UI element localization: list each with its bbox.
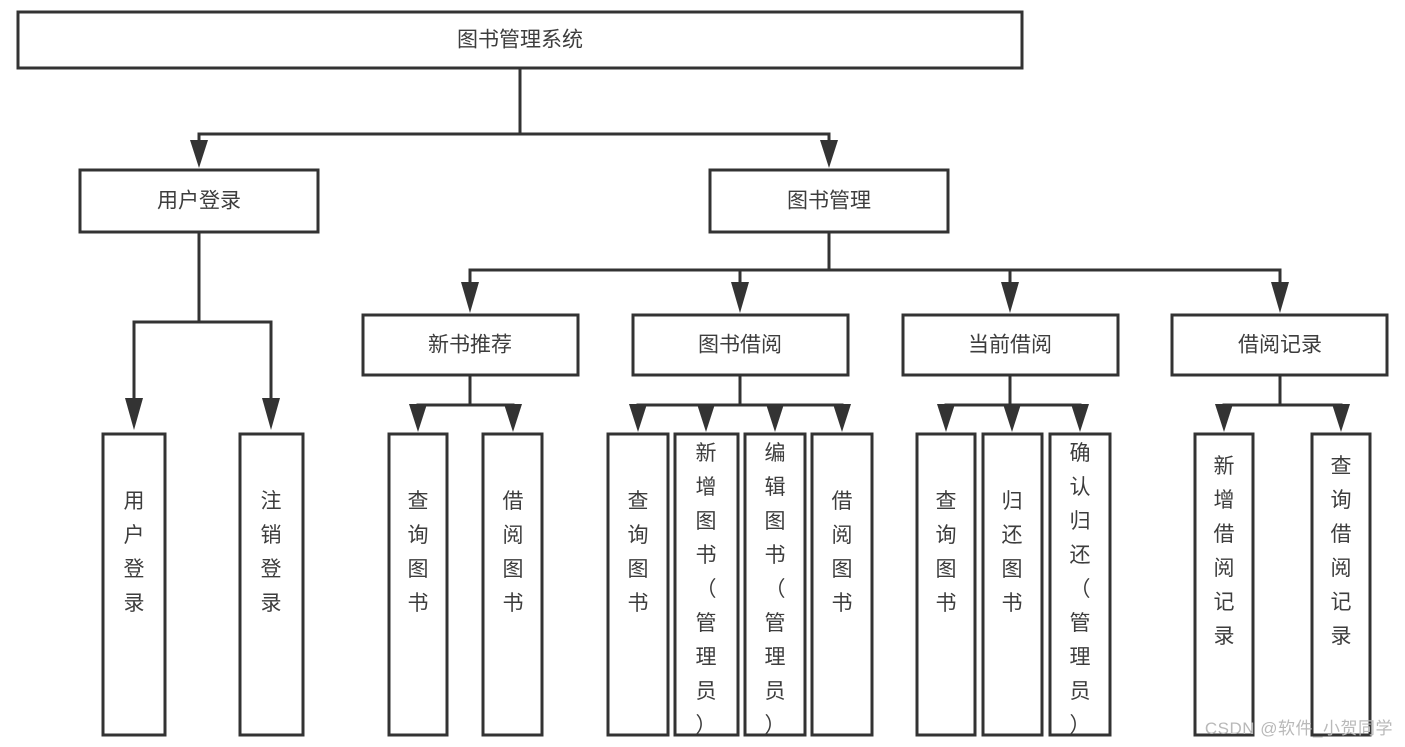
connector-group-root (190, 66, 838, 168)
node-leaf-query-record-box[interactable] (1310, 432, 1372, 737)
node-leaf-logout-box[interactable] (238, 432, 305, 737)
node-leaf-borrow-book-2-label: 借阅图书 (832, 490, 853, 615)
node-leaf-confirm-return[interactable]: 确认归还（管理员） (1048, 432, 1112, 737)
node-current-borrow[interactable]: 当前借阅 (901, 313, 1120, 377)
arrow-head-current-borrow (1001, 282, 1019, 313)
node-leaf-query-book-2-label: 查询图书 (628, 490, 649, 615)
node-borrow-record-box[interactable] (1170, 313, 1389, 377)
arrow-head-leaf-confirm-return (1071, 404, 1089, 432)
connector-group-book-manage (461, 230, 1289, 313)
node-leaf-return-book[interactable]: 归还图书 (981, 432, 1044, 737)
arrow-head-leaf-borrow-book-2 (833, 404, 851, 432)
arrow-head-leaf-query-book-3 (937, 404, 955, 432)
connector-group-book-borrow (629, 373, 851, 432)
node-leaf-query-book-1-box[interactable] (387, 432, 449, 737)
node-new-book-recommend[interactable]: 新书推荐 (361, 313, 580, 377)
node-leaf-user-login-box[interactable] (101, 432, 167, 737)
node-leaf-borrow-book-1-label: 借阅图书 (503, 490, 524, 615)
node-leaf-logout-label: 注销登录 (261, 490, 282, 615)
node-leaf-add-record-box[interactable] (1193, 432, 1255, 737)
node-user-login-box[interactable] (78, 168, 320, 234)
node-root[interactable]: 图书管理系统 (16, 10, 1024, 70)
node-current-borrow-box[interactable] (901, 313, 1120, 377)
node-leaf-return-book-box[interactable] (981, 432, 1044, 737)
node-leaf-query-book-1[interactable]: 查询图书 (387, 432, 449, 737)
arrow-head-leaf-user-login (125, 398, 143, 430)
connector-group-borrow-record (1215, 373, 1350, 432)
node-leaf-user-login[interactable]: 用户登录 (101, 432, 167, 737)
node-new-book-recommend-label: 新书推荐 (428, 334, 512, 357)
node-book-borrow[interactable]: 图书借阅 (631, 313, 850, 377)
node-leaf-edit-book-box[interactable] (743, 432, 807, 737)
node-book-borrow-box[interactable] (631, 313, 850, 377)
arrow-head-leaf-edit-book (766, 404, 784, 432)
node-leaf-return-book-label: 归还图书 (1002, 490, 1023, 615)
node-borrow-record[interactable]: 借阅记录 (1170, 313, 1389, 377)
arrow-head-new-book-recommend (461, 282, 479, 313)
node-leaf-query-book-3-label: 查询图书 (936, 490, 957, 615)
node-leaf-confirm-return-label: 确认归还（管理员） (1070, 442, 1091, 737)
csdn-watermark: CSDN @软件_小贺同学 (1204, 719, 1393, 738)
node-borrow-record-label: 借阅记录 (1238, 334, 1322, 357)
node-leaf-confirm-return-box[interactable] (1048, 432, 1112, 737)
node-new-book-recommend-box[interactable] (361, 313, 580, 377)
node-leaf-edit-book-label: 编辑图书（管理员） (765, 442, 786, 737)
arrow-head-leaf-logout (262, 398, 280, 430)
node-leaf-borrow-book-2[interactable]: 借阅图书 (810, 432, 874, 737)
node-book-borrow-label: 图书借阅 (698, 334, 782, 357)
node-leaf-borrow-book-2-box[interactable] (810, 432, 874, 737)
node-leaf-add-record-label: 新增借阅记录 (1214, 455, 1235, 648)
arrow-head-leaf-query-book-1 (409, 404, 427, 432)
node-leaf-logout[interactable]: 注销登录 (238, 432, 305, 737)
connector-group-user-login (125, 230, 280, 430)
node-root-box[interactable] (16, 10, 1024, 70)
node-leaf-edit-book[interactable]: 编辑图书（管理员） (743, 432, 807, 737)
arrow-head-leaf-add-book (697, 404, 715, 432)
node-leaf-add-book-box[interactable] (673, 432, 740, 737)
arrow-head-borrow-record (1271, 282, 1289, 313)
connector-group-current-borrow (937, 373, 1089, 432)
arrow-head-book-manage (820, 140, 838, 168)
node-user-login-label: 用户登录 (157, 190, 241, 213)
arrow-head-leaf-borrow-book-1 (504, 404, 522, 432)
node-leaf-query-book-1-label: 查询图书 (408, 490, 429, 615)
node-user-login[interactable]: 用户登录 (78, 168, 320, 234)
node-leaf-query-record[interactable]: 查询借阅记录 (1310, 432, 1372, 737)
arrow-head-user-login (190, 140, 208, 168)
node-leaf-user-login-label: 用户登录 (124, 490, 145, 615)
node-leaf-borrow-book-1[interactable]: 借阅图书 (481, 432, 544, 737)
node-root-label: 图书管理系统 (457, 29, 583, 52)
node-leaf-query-book-2[interactable]: 查询图书 (606, 432, 670, 737)
node-leaf-borrow-book-1-box[interactable] (481, 432, 544, 737)
node-leaf-add-book[interactable]: 新增图书（管理员） (673, 432, 740, 737)
node-book-manage-box[interactable] (708, 168, 950, 234)
node-current-borrow-label: 当前借阅 (968, 334, 1052, 357)
node-leaf-query-book-3[interactable]: 查询图书 (915, 432, 977, 737)
arrow-head-leaf-query-record (1332, 404, 1350, 432)
node-leaf-query-record-label: 查询借阅记录 (1331, 455, 1352, 648)
connector-group-new-book-recommend (409, 373, 522, 432)
node-book-manage[interactable]: 图书管理 (708, 168, 950, 234)
arrow-head-leaf-add-record (1215, 404, 1233, 432)
arrow-head-leaf-query-book-2 (629, 404, 647, 432)
node-book-manage-label: 图书管理 (787, 190, 871, 213)
node-leaf-query-book-2-box[interactable] (606, 432, 670, 737)
arrow-head-leaf-return-book (1003, 404, 1021, 432)
node-leaf-add-book-label: 新增图书（管理员） (696, 442, 717, 737)
node-leaf-add-record[interactable]: 新增借阅记录 (1193, 432, 1255, 737)
node-leaf-query-book-3-box[interactable] (915, 432, 977, 737)
arrow-head-book-borrow (731, 282, 749, 313)
